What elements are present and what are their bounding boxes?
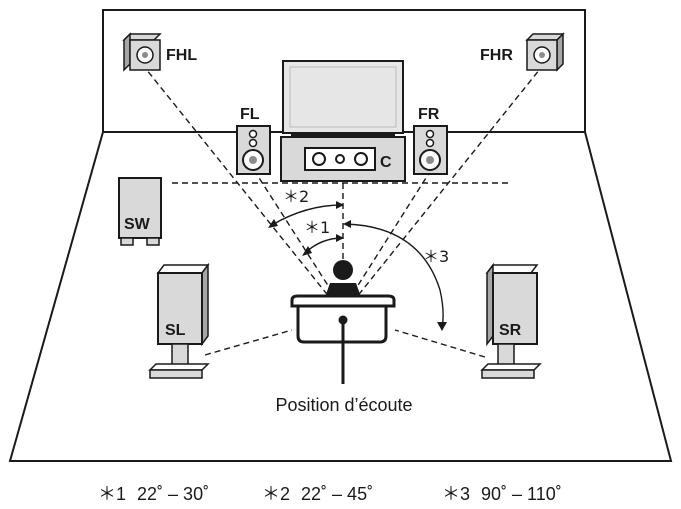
arc-1-arrow-left [302, 246, 312, 256]
footnote-2-range: 22˚ – 45˚ [301, 484, 373, 504]
angle-marker-3: ＊3 [423, 247, 449, 266]
label-c: C [380, 154, 392, 171]
fl-woofer-center [249, 156, 257, 164]
sr-base-front [481, 369, 535, 379]
tv-inner-screen [289, 66, 397, 128]
speaker-sw [118, 177, 162, 246]
footnote-1-range: 22˚ – 30˚ [137, 484, 209, 504]
arc-1-arrow-right [336, 234, 344, 242]
label-sl: SL [165, 322, 186, 339]
listening-position-label: Position d’écoute [275, 395, 412, 415]
fl-tweeter-top [248, 129, 258, 139]
footnote-3: ＊3 90˚ – 110˚ [442, 484, 562, 504]
footnote-2-marker: ＊2 [262, 484, 290, 504]
sl-front [157, 272, 203, 345]
label-sr: SR [499, 322, 522, 339]
arc-3-arrow-bottom [437, 322, 447, 331]
speaker-fhl [122, 32, 162, 72]
listener [324, 260, 362, 300]
speaker-sr [480, 262, 542, 379]
angle-marker-1: ＊1 [304, 218, 330, 237]
sl-top [156, 264, 210, 274]
label-fl: FL [240, 106, 260, 123]
line-fhr [355, 63, 545, 299]
label-fhl: FHL [166, 47, 197, 64]
center-tweeter [335, 154, 345, 164]
label-sw: SW [124, 216, 151, 233]
tv-stand [291, 133, 395, 137]
fhr-driver-center [539, 52, 545, 58]
footnote-1-marker: ＊1 [98, 484, 126, 504]
arc-arrowheads [268, 201, 447, 331]
footnote-3-marker: ＊3 [442, 484, 470, 504]
sl-base [148, 363, 210, 371]
sw-foot-left [120, 237, 134, 246]
fr-tweeter-top [425, 129, 435, 139]
line-fl [253, 169, 337, 299]
arc-2 [271, 204, 343, 226]
sl-pole [171, 343, 189, 367]
sofa [290, 294, 396, 384]
label-fhr: FHR [480, 47, 513, 64]
tv-screen [282, 60, 404, 134]
footnote-2: ＊2 22˚ – 45˚ [262, 484, 373, 504]
arc-3-arrow-top [343, 220, 351, 228]
speaker-c [304, 147, 376, 171]
footnote-1: ＊1 22˚ – 30˚ [98, 484, 209, 504]
arc-2-arrow-left [268, 219, 278, 228]
line-fr [349, 169, 432, 299]
footnotes: ＊1 22˚ – 30˚ ＊2 22˚ – 45˚ ＊3 90˚ – 110˚ [98, 484, 562, 504]
sl-base-front [149, 369, 203, 379]
label-fr: FR [418, 106, 440, 123]
fl-tweeter-bottom [248, 138, 258, 148]
line-sl [204, 329, 293, 356]
sr-base [480, 363, 542, 371]
sr-top [485, 264, 539, 274]
line-fhl [141, 63, 331, 299]
fr-tweeter-bottom [425, 138, 435, 148]
center-woofer-right [354, 152, 368, 166]
footnote-3-range: 90˚ – 110˚ [481, 484, 562, 504]
arc-2-arrow-right [336, 201, 344, 209]
sr-front [492, 272, 538, 345]
speaker-sl [148, 262, 210, 379]
fhr-side [556, 32, 564, 72]
speaker-fr [413, 125, 448, 175]
line-sr [394, 329, 486, 358]
sw-foot-right [146, 237, 160, 246]
sw-body [118, 177, 162, 239]
fhl-top [123, 32, 131, 72]
sr-pole [497, 343, 515, 367]
fr-woofer-center [426, 156, 434, 164]
angle-marker-2: ＊2 [283, 187, 309, 206]
guide-lines [141, 63, 545, 358]
speaker-fl [236, 125, 271, 175]
fhl-driver-center [142, 52, 148, 58]
center-woofer-left [312, 152, 326, 166]
arc-3 [344, 223, 444, 329]
speaker-fhr [525, 32, 565, 72]
listener-head [333, 260, 353, 280]
